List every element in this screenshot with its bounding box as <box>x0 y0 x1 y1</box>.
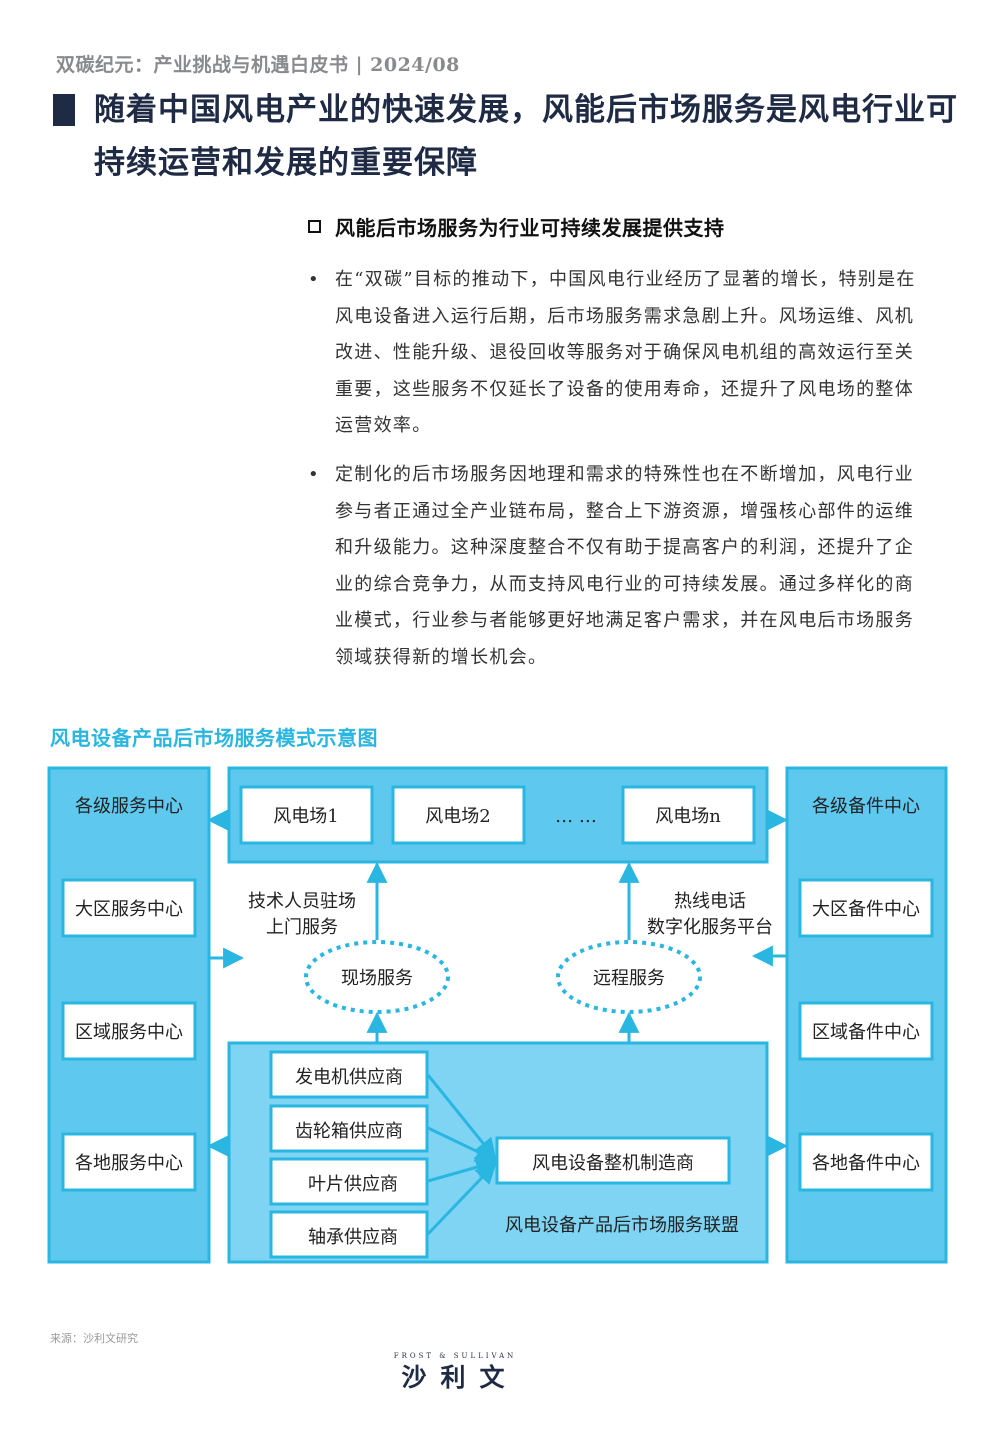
supplier-label: 轴承供应商 <box>308 1227 398 1248</box>
supplier-label: 叶片供应商 <box>308 1174 398 1195</box>
supplier-label: 发电机供应商 <box>295 1067 403 1088</box>
left-box <box>61 1001 197 1061</box>
onsite-desc-line1: 技术人员驻场 <box>248 891 356 912</box>
supplier-label: 齿轮箱供应商 <box>295 1121 403 1142</box>
diagram-title: 风电设备产品后市场服务模式示意图 <box>50 726 378 750</box>
onsite-service-label: 现场服务 <box>341 968 413 989</box>
supplier-box <box>269 1104 429 1153</box>
right-panel-heading: 各级备件中心 <box>812 796 920 817</box>
logo-small-text: FROST & SULLIVAN <box>393 1352 517 1360</box>
remote-service-ellipse <box>556 940 702 1014</box>
left-box <box>61 878 197 938</box>
logo-big-text: 沙利文 <box>401 1363 519 1392</box>
onsite-desc-line2: 上门服务 <box>266 917 338 938</box>
bullet-text: 定制化的后市场服务因地理和需求的特殊性也在不断增加，风电行业参与者正通过全产业链… <box>335 463 914 668</box>
right-box-label: 大区备件中心 <box>812 899 920 920</box>
right-box-label: 区域备件中心 <box>812 1022 920 1043</box>
supplier-box <box>269 1157 429 1206</box>
section-heading: 风能后市场服务为行业可持续发展提供支持 <box>308 212 725 241</box>
farm-label: 风电场1 <box>273 806 338 827</box>
manufacturer-box <box>495 1136 731 1185</box>
alliance-label: 风电设备产品后市场服务联盟 <box>505 1215 739 1236</box>
right-box <box>798 1001 934 1061</box>
title-marker <box>53 94 75 126</box>
left-box-label: 大区服务中心 <box>75 899 183 920</box>
document-header: 双碳纪元：产业挑战与机遇白皮书 | 2024/08 <box>56 54 460 76</box>
frost-sullivan-logo: FROST & SULLIVAN 沙利文 <box>385 1352 525 1394</box>
farm-ellipsis: … … <box>555 806 597 827</box>
farm-label: 风电场2 <box>425 806 490 827</box>
supplier-box <box>269 1210 429 1259</box>
right-box <box>798 1132 934 1192</box>
bullet-item: • 在“双碳”目标的推动下，中国风电行业经历了显著的增长，特别是在风电设备进入运… <box>308 262 928 445</box>
bullet-marker: • <box>308 463 320 485</box>
bullet-item: • 定制化的后市场服务因地理和需求的特殊性也在不断增加，风电行业参与者正通过全产… <box>308 457 928 677</box>
supplier-box <box>269 1050 429 1099</box>
source-note: 来源：沙利文研究 <box>50 1332 138 1345</box>
manufacturer-label: 风电设备整机制造商 <box>532 1153 694 1174</box>
bullet-text: 在“双碳”目标的推动下，中国风电行业经历了显著的增长，特别是在风电设备进入运行后… <box>335 269 916 437</box>
remote-desc-line1: 热线电话 <box>674 891 746 912</box>
left-box-label: 各地服务中心 <box>75 1153 183 1174</box>
arrow-supplier-to-manufacturer <box>427 1126 497 1162</box>
farm-box <box>391 785 526 845</box>
farm-box <box>239 785 374 845</box>
service-model-diagram: 各级服务中心 大区服务中心 区域服务中心 各地服务中心 各级备件中心 大区备件中… <box>47 766 948 1264</box>
left-box-label: 区域服务中心 <box>75 1022 183 1043</box>
checkbox-icon <box>308 220 321 233</box>
onsite-service-ellipse <box>304 940 450 1014</box>
bullet-list: • 在“双碳”目标的推动下，中国风电行业经历了显著的增长，特别是在风电设备进入运… <box>308 262 928 689</box>
remote-service-label: 远程服务 <box>593 968 665 989</box>
right-box <box>798 878 934 938</box>
left-box <box>61 1132 197 1192</box>
page-title: 随着中国风电产业的快速发展，风能后市场服务是风电行业可持续运营和发展的重要保障 <box>94 92 958 181</box>
left-panel-heading: 各级服务中心 <box>75 796 183 817</box>
arrow-supplier-to-manufacturer <box>426 1162 497 1236</box>
right-box-label: 各地备件中心 <box>812 1153 920 1174</box>
remote-desc-line2: 数字化服务平台 <box>647 917 773 938</box>
farm-label: 风电场n <box>655 806 721 827</box>
section-heading-text: 风能后市场服务为行业可持续发展提供支持 <box>335 216 725 240</box>
bullet-marker: • <box>308 269 320 290</box>
farm-box <box>621 785 756 845</box>
